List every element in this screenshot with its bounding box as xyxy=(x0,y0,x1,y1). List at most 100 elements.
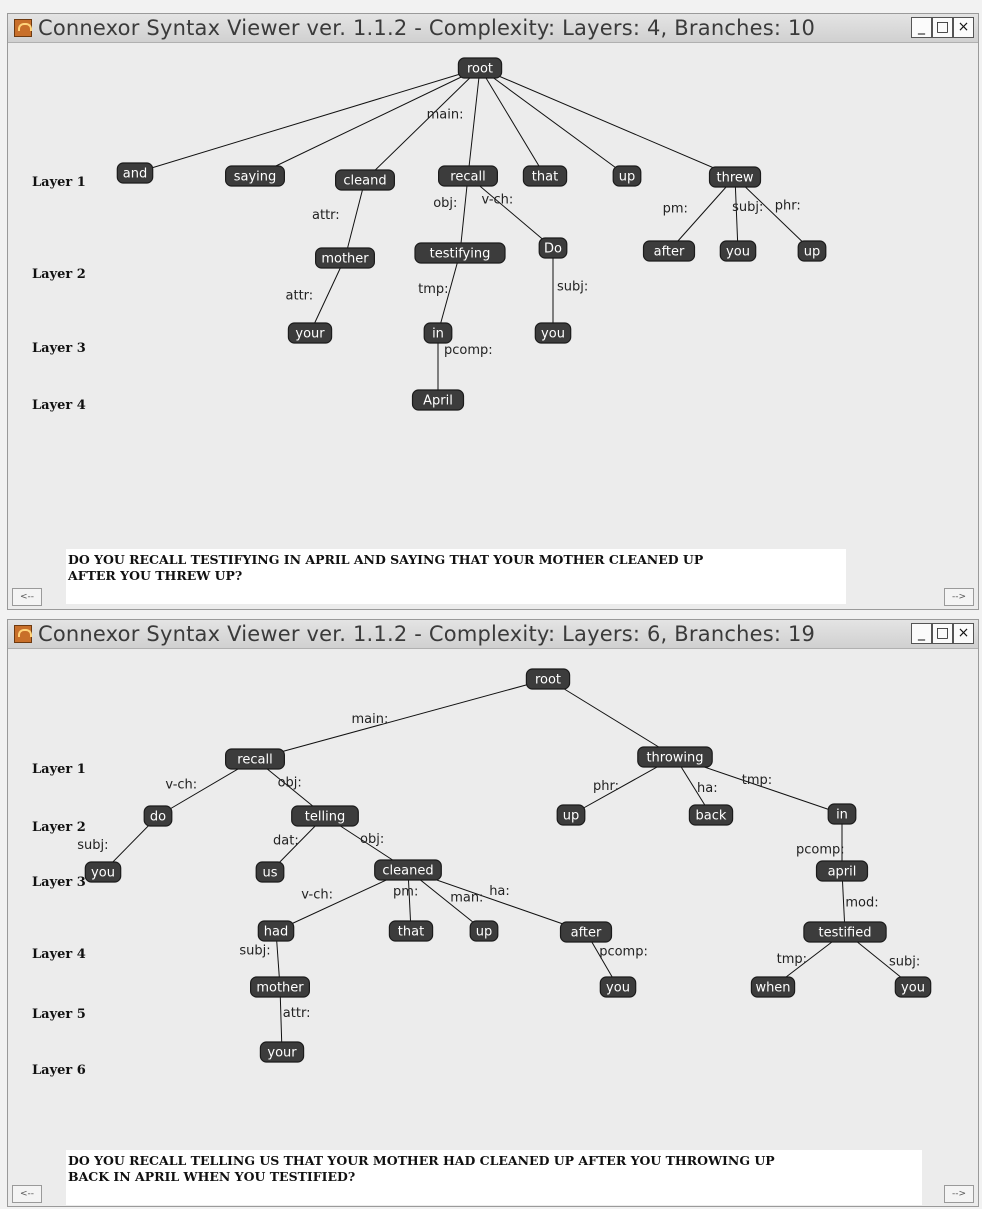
tree-node-testifying[interactable]: testifying xyxy=(414,242,506,264)
node-box xyxy=(257,920,295,942)
tree-node-april[interactable]: april xyxy=(815,860,869,882)
tree-node-that[interactable]: that xyxy=(522,165,568,187)
tree-node-you2[interactable]: you xyxy=(534,322,572,344)
node-label: you xyxy=(606,981,630,996)
node-label: recall xyxy=(237,753,272,768)
tree-node-that[interactable]: that xyxy=(388,920,434,942)
close-button[interactable]: × xyxy=(953,17,974,38)
tree-node-root[interactable]: root xyxy=(457,57,503,79)
edge-testifying-in xyxy=(437,252,461,334)
sentence-line-2: AFTER YOU THREW UP? xyxy=(68,568,243,583)
tree-node-after[interactable]: after xyxy=(642,240,696,262)
tree-node-do[interactable]: do xyxy=(143,805,173,827)
tree-node-you2[interactable]: you xyxy=(599,976,637,998)
node-label: april xyxy=(828,865,857,880)
tree-node-you3[interactable]: you xyxy=(894,976,932,998)
nodes-group: root and saying cleand recall that up threw moth… xyxy=(116,57,827,411)
tree-node-up1[interactable]: up xyxy=(556,804,586,826)
edge-label: ha: xyxy=(697,781,718,796)
node-box xyxy=(538,237,568,259)
tree-node-cleand[interactable]: cleand xyxy=(335,169,396,191)
previous-button[interactable]: <-- xyxy=(12,588,42,606)
tree-canvas: main:attr:obj:v-ch:pm:subj:phr:attr:tmp:… xyxy=(8,43,978,467)
previous-button[interactable]: <-- xyxy=(12,1185,42,1203)
node-box xyxy=(250,976,311,998)
tree-node-mother[interactable]: mother xyxy=(315,247,376,269)
tree-node-throwing[interactable]: throwing xyxy=(637,746,713,768)
tree-node-you1[interactable]: you xyxy=(719,240,757,262)
node-label: recall xyxy=(450,170,485,185)
layer-label-6: Layer 6 xyxy=(32,1063,86,1078)
tree-node-up1[interactable]: up xyxy=(612,165,642,187)
tree-node-mother[interactable]: mother xyxy=(250,976,311,998)
layer-labels-group: Layer 1 Layer 2 Layer 3 Layer 4 xyxy=(32,175,86,413)
tree-node-and[interactable]: and xyxy=(116,162,154,184)
edge-root-up1 xyxy=(479,67,628,177)
tree-node-had[interactable]: had xyxy=(257,920,295,942)
edge-label: subj: xyxy=(732,200,763,215)
minimize-button[interactable]: _ xyxy=(911,623,932,644)
tree-node-April[interactable]: April xyxy=(411,389,465,411)
next-button[interactable]: --> xyxy=(944,588,974,606)
tree-node-up2[interactable]: up xyxy=(469,920,499,942)
maximize-button[interactable]: □ xyxy=(932,17,953,38)
dependency-tree: main:v-ch:obj:phr:ha:tmp:subj:dat:obj:pc… xyxy=(32,668,932,1078)
minimize-button[interactable]: _ xyxy=(911,17,932,38)
close-button[interactable]: × xyxy=(953,623,974,644)
tree-node-saying[interactable]: saying xyxy=(225,165,286,187)
sentence-line-1: DO YOU RECALL TESTIFYING IN APRIL AND SA… xyxy=(68,552,704,567)
tree-node-Do[interactable]: Do xyxy=(538,237,568,259)
sentence-line-2: BACK IN APRIL WHEN YOU TESTIFIED? xyxy=(68,1169,356,1184)
layer-label-4: Layer 4 xyxy=(32,398,86,413)
node-box xyxy=(894,976,932,998)
title-bar[interactable]: Connexor Syntax Viewer ver. 1.1.2 - Comp… xyxy=(8,14,978,43)
tree-node-your[interactable]: your xyxy=(259,1041,305,1063)
node-label: up xyxy=(804,245,821,260)
tree-node-you1[interactable]: you xyxy=(84,861,122,883)
edge-label: mod: xyxy=(845,895,878,910)
next-button[interactable]: --> xyxy=(944,1185,974,1203)
tree-node-up2[interactable]: up xyxy=(797,240,827,262)
maximize-button[interactable]: □ xyxy=(932,623,953,644)
tree-node-recall[interactable]: recall xyxy=(225,748,286,770)
tree-node-root[interactable]: root xyxy=(525,668,571,690)
layer-label-2: Layer 2 xyxy=(32,820,86,835)
node-label: mother xyxy=(256,981,304,996)
edge-label: attr: xyxy=(286,289,314,304)
edge-label: v-ch: xyxy=(482,193,514,208)
node-box xyxy=(335,169,396,191)
edge-label: subj: xyxy=(889,955,920,970)
node-label: in xyxy=(836,808,848,823)
tree-node-in[interactable]: in xyxy=(423,322,453,344)
tree-node-telling[interactable]: telling xyxy=(291,805,359,827)
node-box xyxy=(225,165,286,187)
node-label: threw xyxy=(716,171,753,186)
tree-node-your[interactable]: your xyxy=(287,322,333,344)
tree-node-back[interactable]: back xyxy=(688,804,734,826)
syntax-viewer-window-2: Connexor Syntax Viewer ver. 1.1.2 - Comp… xyxy=(7,619,979,1207)
node-label: root xyxy=(467,62,493,77)
tree-node-recall[interactable]: recall xyxy=(438,165,499,187)
tree-node-cleaned[interactable]: cleaned xyxy=(374,859,442,881)
node-box xyxy=(688,804,734,826)
edge-label: tmp: xyxy=(777,952,807,967)
edge-label: main: xyxy=(427,108,464,123)
node-box xyxy=(803,921,887,943)
edge-label: pm: xyxy=(663,202,688,217)
edge-label: subj: xyxy=(239,944,270,959)
tree-node-after[interactable]: after xyxy=(559,921,613,943)
tree-node-us[interactable]: us xyxy=(255,861,285,883)
edge-threw-you1 xyxy=(734,176,739,252)
node-label: your xyxy=(295,327,325,342)
node-box xyxy=(84,861,122,883)
tree-node-threw[interactable]: threw xyxy=(708,166,762,188)
title-bar[interactable]: Connexor Syntax Viewer ver. 1.1.2 - Comp… xyxy=(8,620,978,649)
edge-label: dat: xyxy=(273,833,299,848)
tree-node-when[interactable]: when xyxy=(750,976,796,998)
tree-node-testified[interactable]: testified xyxy=(803,921,887,943)
sentence-panel: DO YOU RECALL TESTIFYING IN APRIL AND SA… xyxy=(66,549,846,604)
node-label: you xyxy=(91,866,115,881)
node-box xyxy=(642,240,696,262)
tree-node-in[interactable]: in xyxy=(827,803,857,825)
edge-labels-group: main:attr:obj:v-ch:pm:subj:phr:attr:tmp:… xyxy=(286,108,801,358)
